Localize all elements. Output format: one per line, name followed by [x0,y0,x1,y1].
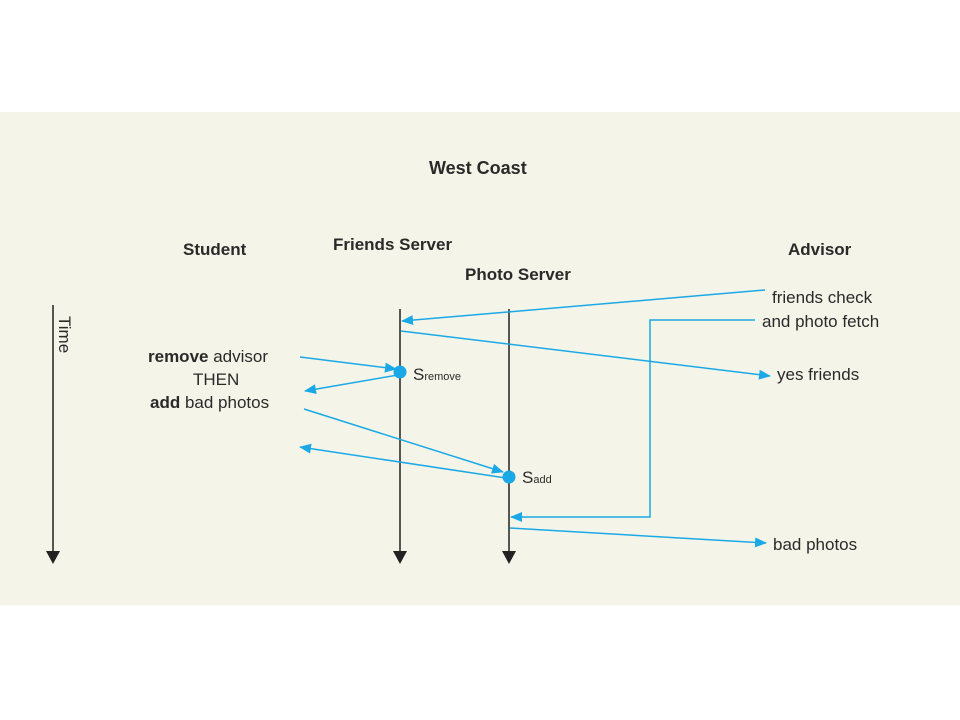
s-remove-label: Sremove [413,365,461,385]
add-object: bad photos [180,393,270,412]
time-axis-arrowhead [46,551,60,564]
arrow-yes-friends-reply [400,330,771,380]
arrow-add-request [303,408,504,474]
arrow-remove-request [299,356,397,373]
s-remove-subscript: remove [424,371,462,383]
s-add-subscript: add [533,474,552,486]
s-add-label: Sadd [522,468,552,488]
arrow-friends-check-request [401,289,766,326]
diagram-panel [0,112,960,605]
arrow-photo-fetch-request [510,319,755,522]
add-bad-photos-label: add bad photos [150,393,269,413]
s-remove-event-dot [393,365,407,379]
bad-photos-label: bad photos [773,535,858,554]
s-add-event-dot [502,470,516,484]
remove-object: advisor [208,347,269,366]
photo-fetch-label: and photo fetch [762,312,880,331]
arrow-remove-ack [304,374,399,395]
s-add-base: S [522,468,534,487]
arrow-add-ack [299,443,507,479]
yes-friends-label: yes friends [777,365,860,384]
add-keyword: add [150,393,181,412]
photo-server-header: Photo Server [465,265,571,284]
photo-server-timeline-arrowhead [502,551,516,564]
arrow-bad-photos-reply [509,527,767,548]
diagram-title: West Coast [429,158,527,178]
s-remove-base: S [413,365,425,384]
student-header: Student [183,240,247,259]
friends-server-header: Friends Server [333,235,453,254]
advisor-header: Advisor [788,240,852,259]
then-label: THEN [193,370,240,389]
friends-server-timeline-arrowhead [393,551,407,564]
friends-check-label: friends check [772,288,873,307]
time-axis-label: Time [55,316,74,354]
remove-advisor-label: remove advisor [148,347,268,367]
remove-keyword: remove [148,347,209,366]
